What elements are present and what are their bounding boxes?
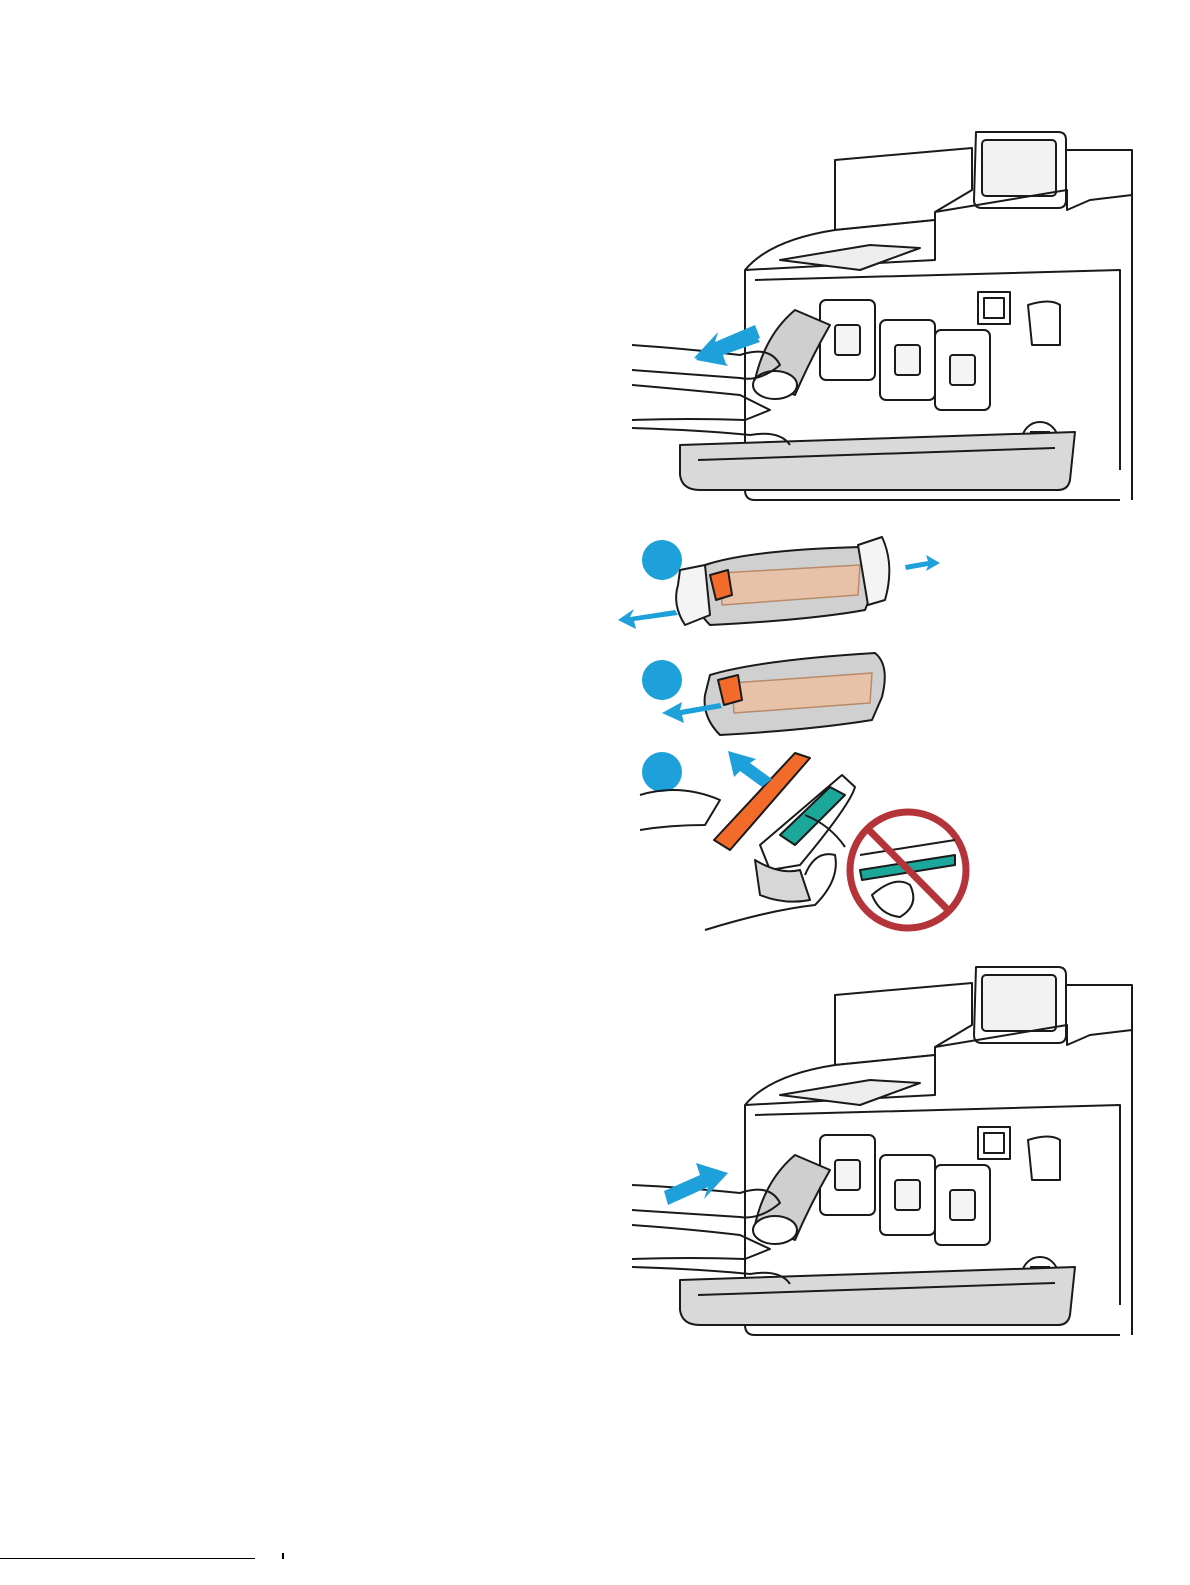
drum-unpacking-figure <box>610 525 990 940</box>
footer-tick <box>282 1553 284 1559</box>
printer-drum-removal-figure <box>620 120 1140 510</box>
arrow-up-left-3-icon <box>728 751 772 787</box>
end-cap-left <box>676 565 710 625</box>
arrow-right-1-icon <box>905 555 940 571</box>
footer-rule <box>0 1558 255 1559</box>
push-in-arrow-icon <box>664 1163 728 1205</box>
arrow-left-1-icon <box>618 609 678 629</box>
printer-drum-insertion-figure <box>620 955 1140 1345</box>
